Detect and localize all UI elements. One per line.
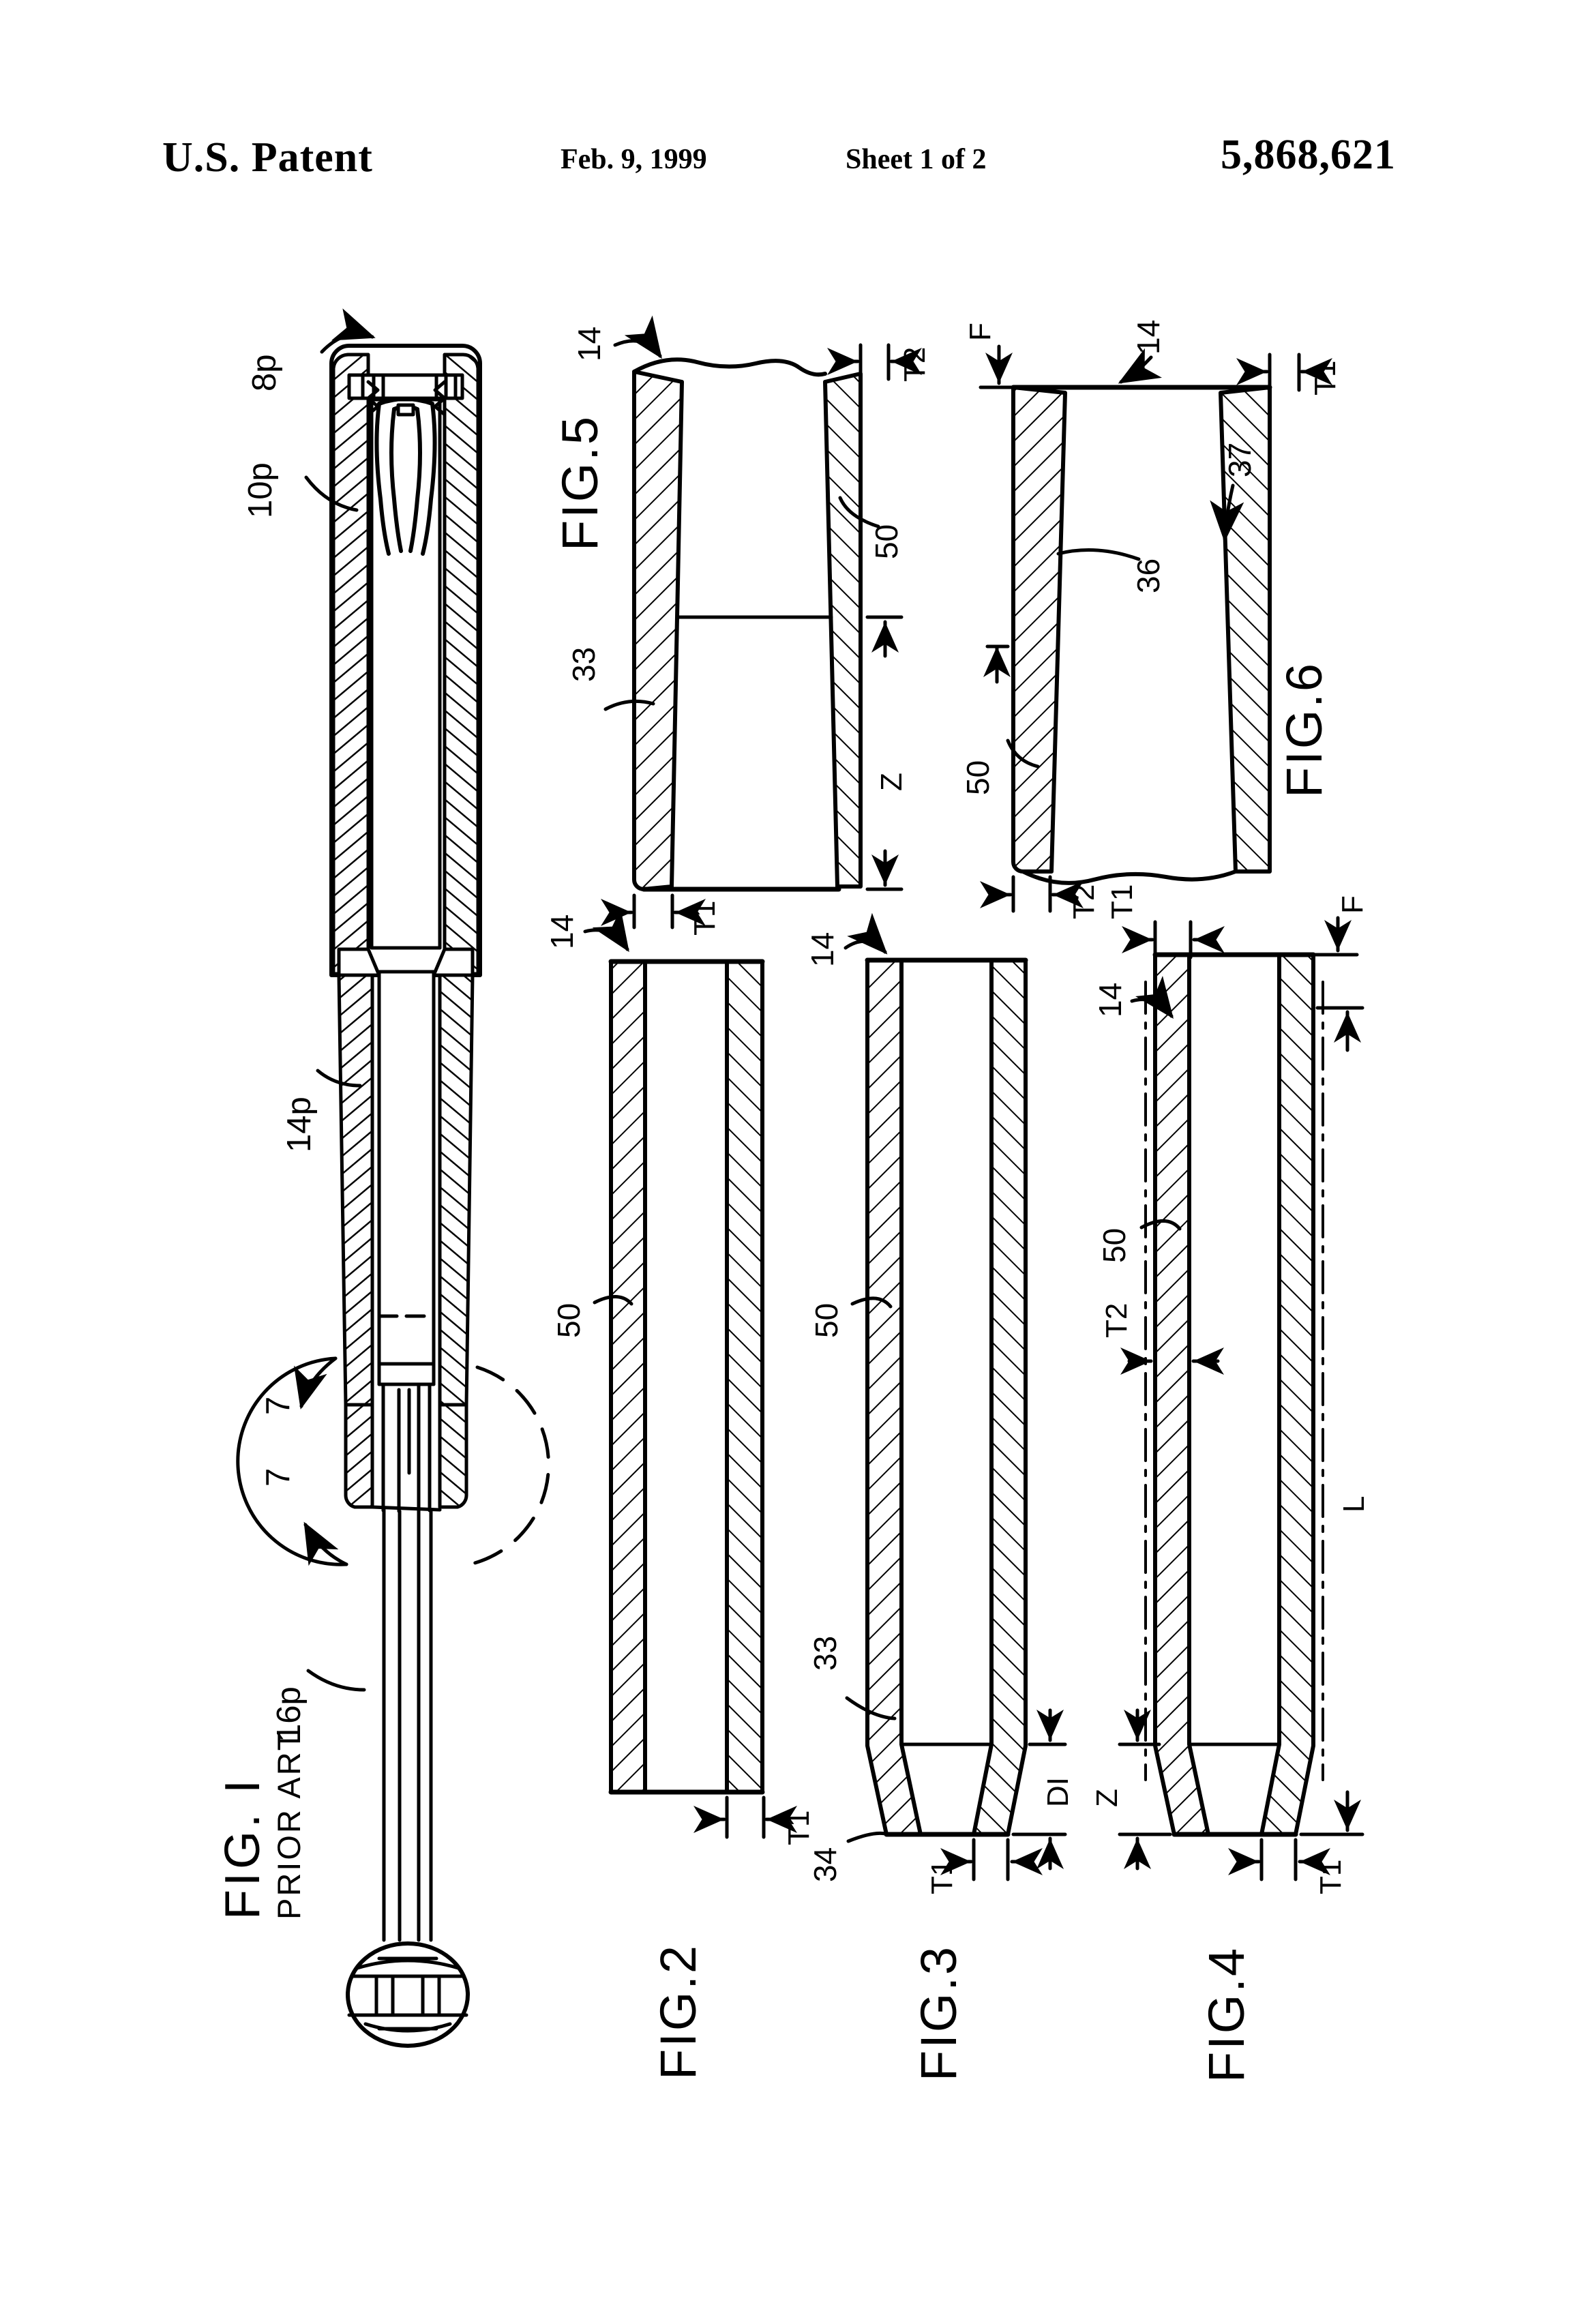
- fig1-section-marker-b: 7: [260, 1468, 297, 1487]
- fig4-label-t2: T2: [1100, 1303, 1133, 1338]
- fig3-label-33: 33: [807, 1636, 843, 1671]
- fig5-label-z: Z: [875, 773, 908, 791]
- patent-date: Feb. 9, 1999: [561, 144, 707, 175]
- fig4-dim-t1: T1: [1105, 884, 1225, 959]
- fig1-label-8p: 8p: [246, 354, 283, 391]
- fig4-dim-f: F: [1311, 895, 1369, 957]
- fig5-dim-t2: T2: [827, 343, 931, 382]
- fig6-label-36: 36: [1131, 558, 1166, 593]
- fig4-label-f: F: [1336, 895, 1369, 914]
- patent-header: U.S. Patent Feb. 9, 1999 Sheet 1 of 2 5,…: [0, 132, 1582, 188]
- fig4-label-z: Z: [1090, 1789, 1124, 1807]
- fig5-label-t2: T2: [898, 347, 931, 382]
- fig3-caption: FIG.3: [910, 1945, 967, 2081]
- fig4-dim-t2: T2: [1100, 1303, 1224, 1375]
- fig6-caption: FIG.6: [1276, 661, 1332, 798]
- fig6-label-50: 50: [960, 760, 996, 795]
- fig1-section-detail-circle: [236, 1356, 550, 1567]
- fig1-label-10p: 10p: [242, 462, 279, 518]
- fig6-label-t1: T1: [1309, 361, 1342, 396]
- fig5-caption: FIG.5: [552, 415, 608, 551]
- fig4-label-t1-bottom: T1: [1314, 1860, 1347, 1894]
- fig5-dim-t1: T1: [601, 893, 721, 936]
- fig3-label-t1: T1: [925, 1860, 959, 1894]
- fig2-label-14: 14: [544, 914, 580, 949]
- fig5-label-14: 14: [571, 327, 607, 361]
- fig2-label-t1: T1: [782, 1811, 816, 1845]
- fig2-caption: FIG.2: [650, 1943, 706, 2080]
- fig3-dim-t1: T1: [925, 1838, 1043, 1894]
- fig5-label-t1: T1: [688, 901, 721, 936]
- fig4-label-l: L: [1337, 1496, 1371, 1513]
- fig4-label-14: 14: [1092, 983, 1128, 1017]
- figure-6: F T1 T2 14: [960, 320, 1342, 919]
- figure-2: 14 50 T1 FIG.2: [544, 908, 816, 2080]
- fig6-dim-t1: T1: [1236, 353, 1342, 396]
- fig6-label-t2: T2: [1067, 884, 1101, 919]
- fig3-label-34: 34: [807, 1847, 843, 1882]
- fig4-dim-t1-bottom: T1: [1228, 1838, 1347, 1894]
- sheet-number: Sheet 1 of 2: [846, 144, 987, 175]
- fig6-dim-f: F: [964, 323, 1019, 389]
- patent-number: 5,868,621: [1221, 132, 1396, 178]
- fig6-label-37: 37: [1222, 443, 1257, 477]
- figure-4: T1 F T2 L: [1090, 884, 1371, 2083]
- fig3-label-d1: DI: [1041, 1777, 1075, 1807]
- figure-1-prior-art: 8p 10p 14p 16p 7 7 FIG. I PRIOR ART: [215, 308, 550, 2048]
- fig2-label-50: 50: [551, 1303, 586, 1338]
- fig3-label-50: 50: [809, 1303, 844, 1338]
- fig1-label-14p: 14p: [281, 1097, 318, 1152]
- fig4-label-50: 50: [1096, 1228, 1132, 1263]
- fig1-section-marker-a: 7: [260, 1397, 297, 1415]
- figure-3: 14 50 33 34 T1: [805, 912, 1075, 2081]
- fig5-dim-z: Z: [865, 615, 908, 891]
- fig6-label-14: 14: [1131, 320, 1166, 355]
- fig2-dim-t1: T1: [693, 1796, 816, 1845]
- fig3-label-14: 14: [805, 932, 840, 967]
- fig5-label-33: 33: [566, 647, 601, 682]
- fig4-dim-l: L: [1299, 1006, 1371, 1836]
- fig6-dim-t2: T2: [980, 875, 1101, 919]
- fig1-shaft-16p: [346, 1508, 470, 2048]
- fig4-dim-z: Z: [1090, 1708, 1172, 1871]
- fig1-barrel-14p: [337, 970, 475, 1513]
- fig4-label-t1: T1: [1105, 884, 1139, 919]
- fig5-label-50: 50: [869, 524, 904, 559]
- fig3-dim-d1: DI: [1011, 1708, 1075, 1871]
- fig6-label-f: F: [964, 323, 997, 341]
- fig1-subcaption: PRIOR ART: [271, 1729, 307, 1920]
- fig4-caption: FIG.4: [1198, 1946, 1255, 2083]
- fig1-cap-8p: [329, 344, 482, 977]
- fig1-caption: FIG. I: [215, 1776, 270, 1920]
- patent-office-title: U.S. Patent: [162, 134, 373, 181]
- figure-5: T2 T1 Z 14: [552, 315, 931, 936]
- fig1-label-16p: 16p: [271, 1686, 308, 1742]
